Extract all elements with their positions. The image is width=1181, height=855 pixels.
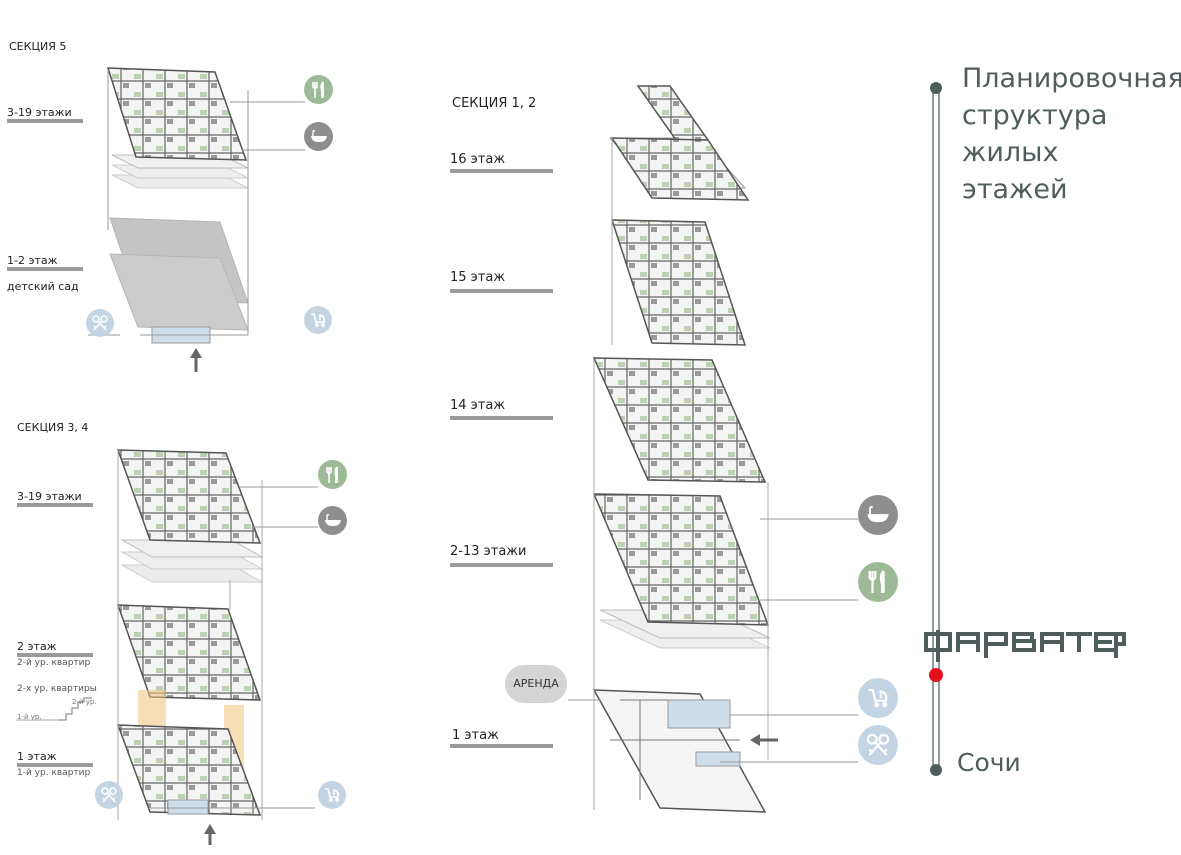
section34-upper-bar	[17, 503, 93, 507]
section34-floor2: 2 этаж	[17, 640, 57, 653]
section5-title: СЕКЦИЯ 5	[9, 40, 67, 53]
title-line-4: этажей	[962, 174, 1068, 205]
section34-duplex: 2-х ур. квартиры	[17, 684, 97, 694]
section34-plans	[16, 449, 318, 845]
section12-floor14-bar	[450, 416, 553, 420]
fork-knife-icon	[304, 75, 333, 104]
title-line-1: Планировочная	[962, 63, 1181, 94]
title-line-2: структура	[962, 100, 1108, 131]
section12-floors-2-13-bar	[450, 563, 553, 567]
section5-lower-bar	[7, 267, 83, 271]
section34-floor2-bar	[17, 653, 93, 657]
section34-upper-floors: 3-19 этажи	[17, 490, 82, 503]
section34-floor1: 1 этаж	[17, 750, 57, 763]
section12-floor1-bar	[450, 744, 553, 748]
bathtub-icon	[304, 122, 333, 151]
section34-title: СЕКЦИЯ 3, 4	[17, 421, 89, 434]
section5-plans	[88, 67, 305, 372]
fork-knife-icon	[318, 460, 347, 489]
section5-kindergarten: детский сад	[7, 280, 79, 293]
stroller-icon	[858, 678, 898, 718]
stair-bottom-label: 1-й ур.	[17, 713, 42, 721]
stroller-icon	[304, 306, 332, 334]
city-label: Сочи	[957, 748, 1021, 777]
section12-floor14: 14 этаж	[450, 398, 506, 413]
section5-upper-floors: 3-19 этажи	[7, 106, 72, 119]
section12-title: СЕКЦИЯ 1, 2	[452, 96, 537, 111]
section34-floor1-note: 1-й ур. квартир	[17, 768, 91, 778]
keys-icon	[95, 781, 123, 809]
timeline-line	[929, 82, 943, 776]
rent-badge: АРЕНДА	[505, 665, 567, 703]
section12-floor15: 15 этаж	[450, 270, 506, 285]
section12-floor1: 1 этаж	[452, 728, 499, 743]
section12-floor16-bar	[450, 169, 553, 173]
bathtub-icon	[318, 506, 347, 535]
keys-icon	[86, 309, 114, 337]
fork-knife-icon	[858, 562, 898, 602]
section12-floors-2-13: 2-13 этажи	[450, 544, 527, 559]
stroller-icon	[318, 781, 346, 809]
section5-lower-floors: 1-2 этаж	[7, 254, 58, 267]
section34-floor1-bar	[17, 763, 93, 767]
page-title: Планировочная структура жилых этажей	[962, 60, 1181, 208]
title-line-3: жилых	[962, 137, 1059, 168]
section12-plans	[568, 85, 858, 813]
section34-floor2-note: 2-й ур. квартир	[17, 658, 91, 668]
bathtub-icon	[858, 495, 898, 535]
keys-icon	[858, 725, 898, 765]
farvater-logo	[924, 630, 1126, 662]
section12-floor15-bar	[450, 289, 553, 293]
section12-floor16: 16 этаж	[450, 152, 506, 167]
section5-upper-bar	[7, 119, 83, 123]
stair-top-label: 2-й ур.	[72, 698, 97, 706]
